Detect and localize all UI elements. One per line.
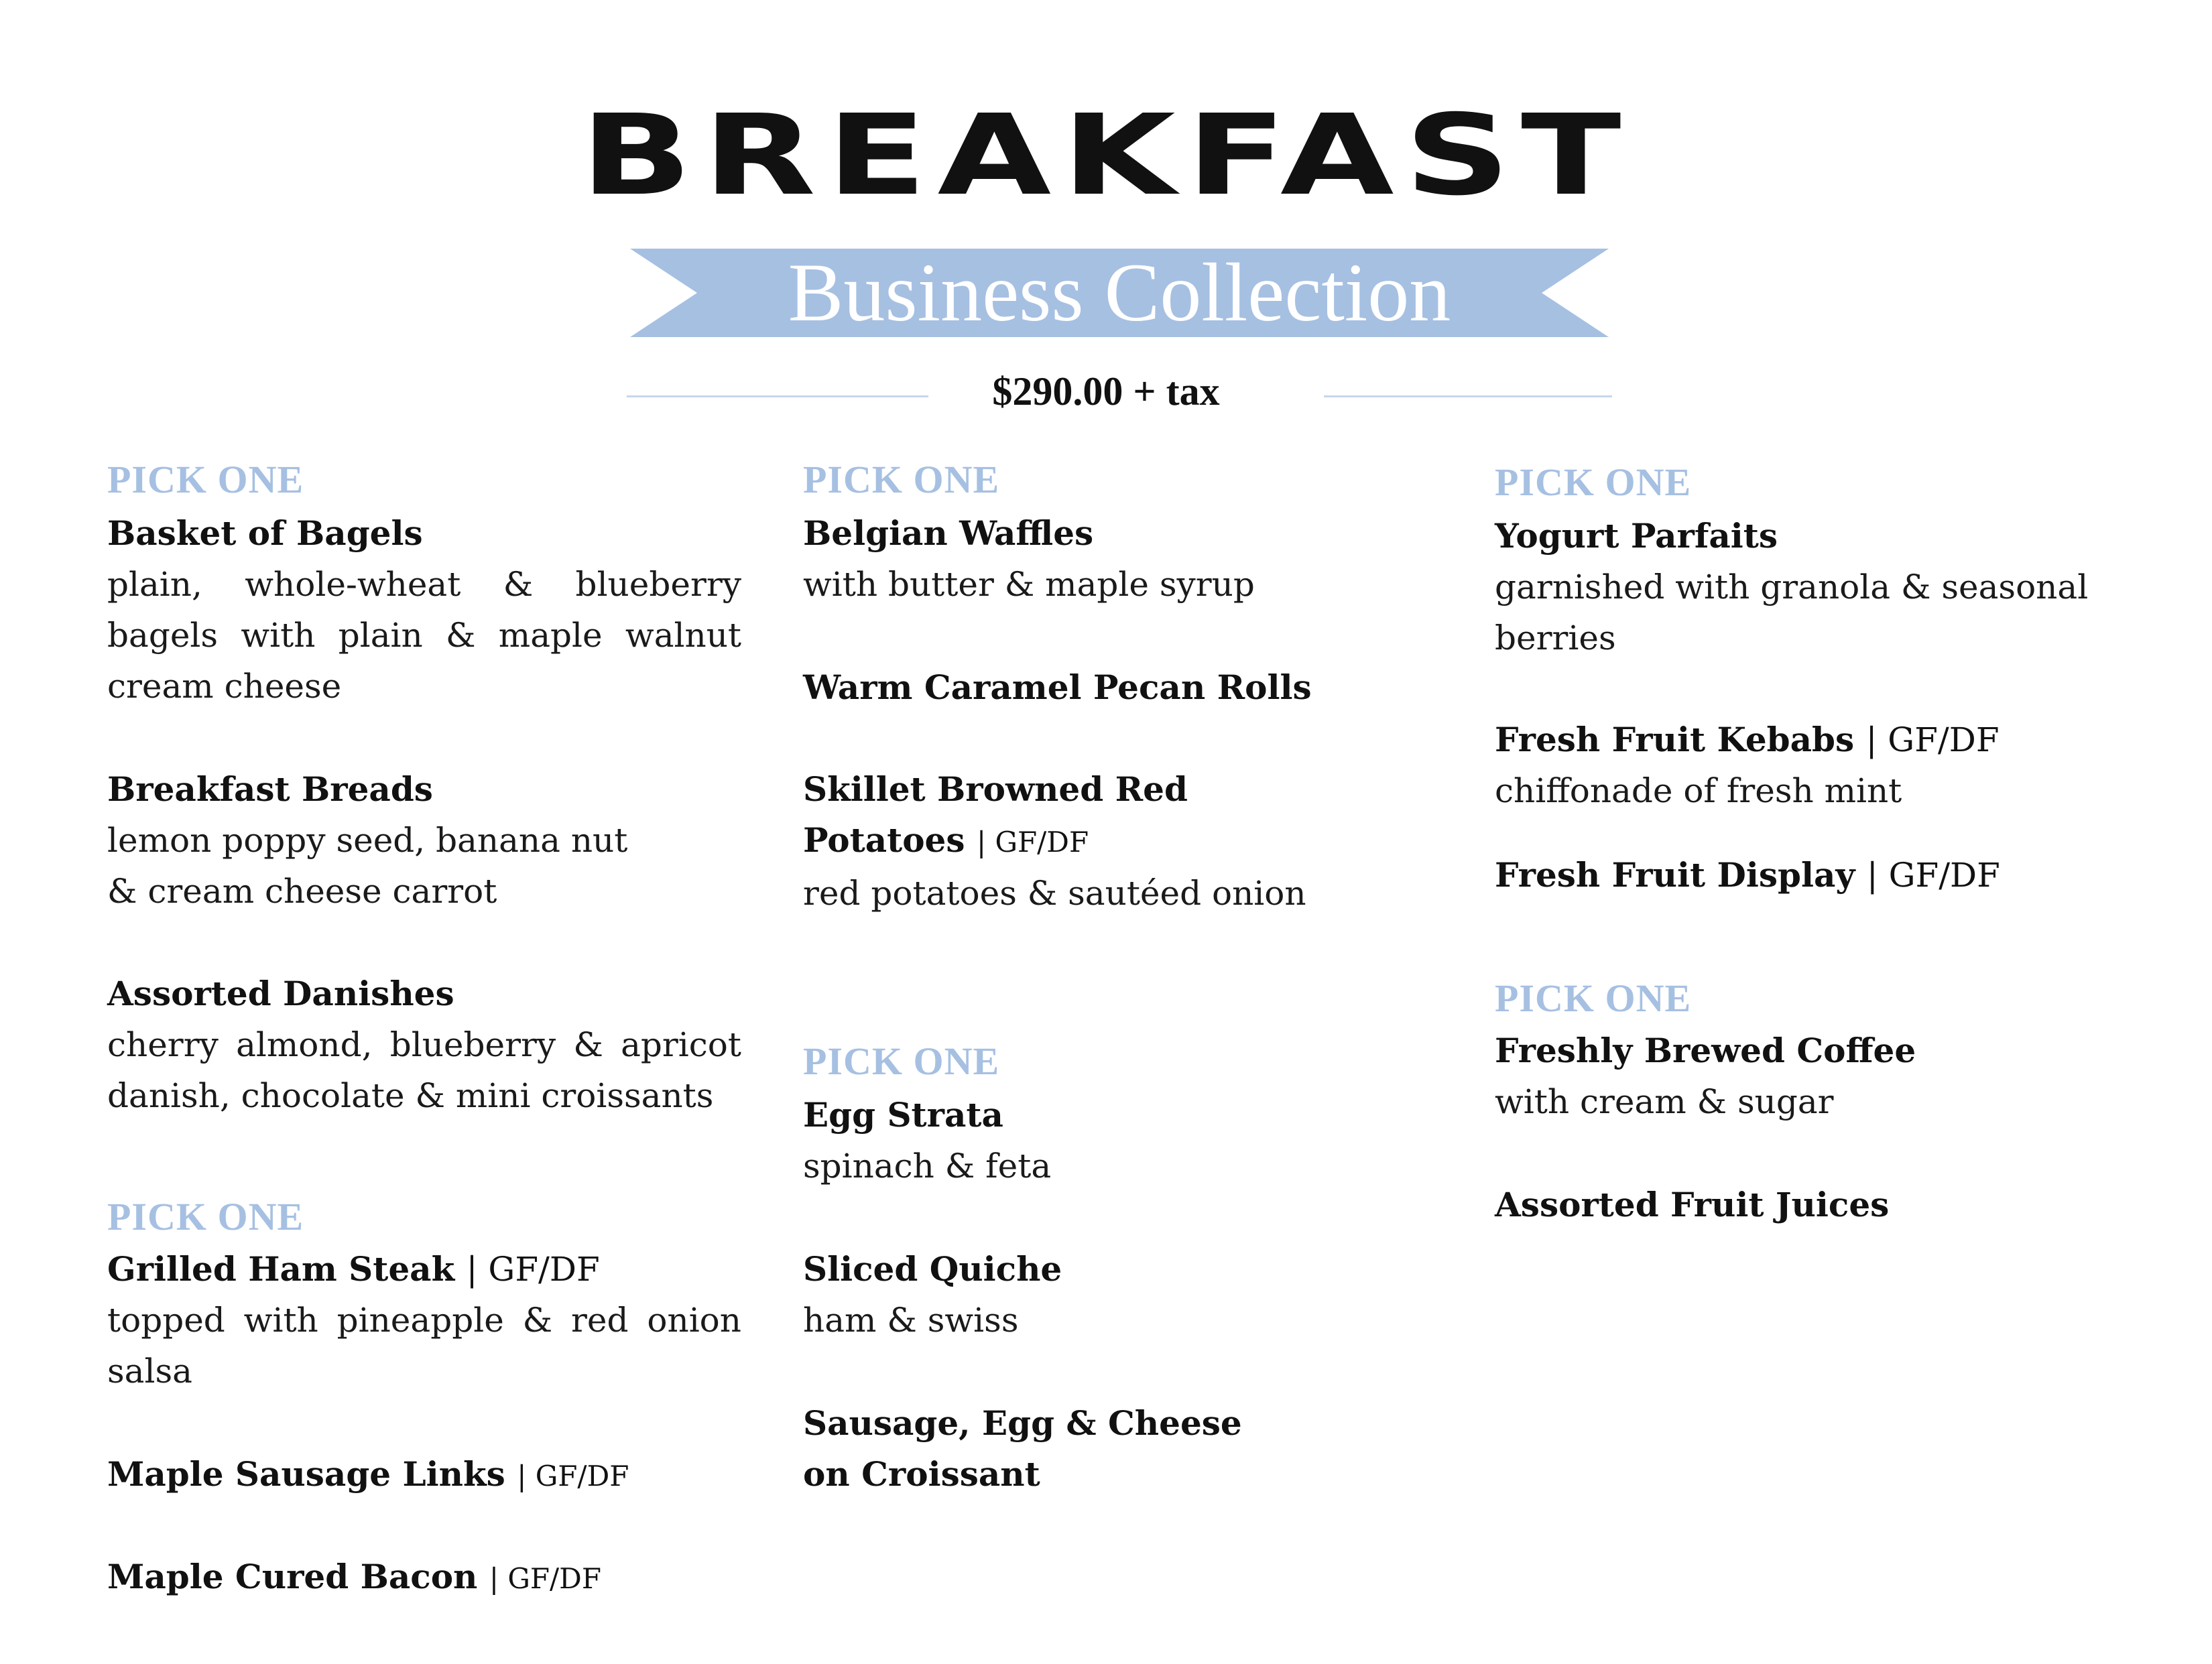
pick-one-group-6: PICK ONE: [1495, 972, 2165, 1025]
dietary-tag: | GF/DF: [466, 1250, 600, 1289]
item-name-line-1: Skillet Browned Red: [803, 769, 1188, 809]
pick-one-group-5: PICK ONE: [1495, 456, 2165, 509]
dietary-tag: | GF/DF: [976, 826, 1089, 858]
item-name: Fresh Fruit Kebabs: [1495, 720, 1855, 759]
item-name-line: Fresh Fruit Kebabs | GF/DF: [1495, 714, 2165, 765]
item-name: Sliced Quiche: [803, 1249, 1062, 1289]
item-name: Maple Sausage Links: [107, 1454, 505, 1494]
ribbon-shape: [630, 249, 1609, 337]
banner-ribbon: Business Collection: [630, 249, 1609, 337]
pick-one-heading: PICK ONE: [107, 1195, 304, 1238]
pick-one-heading: PICK ONE: [803, 1039, 1000, 1083]
item-description: topped with pineapple & red onion salsa: [107, 1301, 741, 1391]
dietary-tag: | GF/DF: [1866, 856, 2000, 895]
pick-one-group-3: PICK ONE: [803, 453, 1406, 507]
item-name: Egg Strata: [803, 1095, 1003, 1135]
item-description: cherry almond, blueberry & apricot danis…: [107, 1025, 741, 1115]
menu-item-bagels: Basket of Bagels plain, whole-wheat & bl…: [107, 508, 741, 712]
item-description: with cream & sugar: [1495, 1082, 1834, 1121]
menu-item-pecan-rolls: Warm Caramel Pecan Rolls: [803, 662, 1406, 713]
menu-item-parfaits: Yogurt Parfaits garnished with granola &…: [1495, 511, 2165, 663]
menu-item-egg-strata: Egg Strata spinach & feta: [803, 1090, 1406, 1192]
item-description: red potatoes & sautéed onion: [803, 874, 1306, 913]
menu-item-sausage-links: Maple Sausage Links | GF/DF: [107, 1449, 741, 1502]
dietary-tag: | GF/DF: [489, 1562, 601, 1595]
banner-subtitle: Business Collection: [788, 247, 1451, 338]
menu-item-fruit-kebabs: Fresh Fruit Kebabs | GF/DF chiffonade of…: [1495, 714, 2165, 816]
item-description: chiffonade of fresh mint: [1495, 771, 1902, 810]
menu-item-ham-steak: Grilled Ham Steak | GF/DF topped with pi…: [107, 1244, 741, 1397]
item-description-line-1: lemon poppy seed, banana nut: [107, 821, 628, 860]
item-name: Assorted Danishes: [107, 974, 454, 1013]
item-name: Grilled Ham Steak: [107, 1249, 455, 1289]
menu-item-croissant-sandwich: Sausage, Egg & Cheese on Croissant: [803, 1398, 1406, 1500]
menu-item-danishes: Assorted Danishes cherry almond, blueber…: [107, 968, 741, 1121]
item-name: Warm Caramel Pecan Rolls: [803, 667, 1312, 707]
menu-item-red-potatoes: Skillet Browned Red Potatoes | GF/DF red…: [803, 764, 1406, 919]
item-name: Breakfast Breads: [107, 769, 433, 809]
item-name-line: Grilled Ham Steak | GF/DF: [107, 1244, 741, 1295]
item-name: Assorted Fruit Juices: [1495, 1185, 1890, 1224]
item-description: ham & swiss: [803, 1301, 1019, 1340]
item-name: Freshly Brewed Coffee: [1495, 1031, 1916, 1070]
pick-one-group-4: PICK ONE: [803, 1035, 1406, 1088]
pick-one-group-2: PICK ONE: [107, 1190, 741, 1244]
item-name: Yogurt Parfaits: [1495, 516, 1778, 556]
menu-item-coffee: Freshly Brewed Coffee with cream & sugar: [1495, 1025, 2165, 1127]
item-name-line-2: on Croissant: [803, 1454, 1040, 1494]
item-name-line-1: Sausage, Egg & Cheese: [803, 1403, 1242, 1443]
pick-one-heading: PICK ONE: [107, 458, 304, 501]
dietary-tag: | GF/DF: [517, 1460, 629, 1492]
package-price: $290.00 + tax: [992, 369, 1220, 413]
pick-one-heading: PICK ONE: [1495, 976, 1692, 1020]
item-name: Fresh Fruit Display: [1495, 855, 1855, 895]
item-description: with butter & maple syrup: [803, 565, 1255, 604]
item-description: spinach & feta: [803, 1147, 1052, 1186]
item-description: plain, whole-wheat & blueberry bagels wi…: [107, 565, 741, 706]
menu-item-breads: Breakfast Breads lemon poppy seed, banan…: [107, 764, 741, 917]
menu-item-fruit-juices: Assorted Fruit Juices: [1495, 1179, 2165, 1230]
pick-one-heading: PICK ONE: [803, 458, 1000, 501]
menu-title: BREAKFAST: [580, 91, 1632, 220]
item-name: Potatoes: [803, 820, 965, 860]
item-name: Belgian Waffles: [803, 513, 1094, 553]
pick-one-heading: PICK ONE: [1495, 460, 1692, 504]
menu-item-bacon: Maple Cured Bacon | GF/DF: [107, 1551, 741, 1604]
item-name: Maple Cured Bacon: [107, 1557, 478, 1596]
price-rule-left: [627, 395, 928, 397]
item-name-line-2: Potatoes | GF/DF: [803, 815, 1406, 868]
item-name-line: Maple Cured Bacon | GF/DF: [107, 1551, 741, 1604]
item-description-line-2: & cream cheese carrot: [107, 872, 497, 911]
item-description-line-1: garnished with granola & seasonal: [1495, 568, 2089, 606]
menu-item-quiche: Sliced Quiche ham & swiss: [803, 1244, 1406, 1346]
item-name-line: Fresh Fruit Display | GF/DF: [1495, 850, 2165, 901]
item-name-line: Maple Sausage Links | GF/DF: [107, 1449, 741, 1502]
dietary-tag: | GF/DF: [1865, 720, 2000, 759]
item-description-line-2: berries: [1495, 619, 1616, 657]
menu-item-fruit-display: Fresh Fruit Display | GF/DF: [1495, 850, 2165, 901]
item-name: Basket of Bagels: [107, 513, 423, 553]
menu-item-waffles: Belgian Waffles with butter & maple syru…: [803, 508, 1406, 610]
pick-one-group-1: PICK ONE: [107, 453, 741, 507]
price-rule-right: [1324, 395, 1612, 397]
